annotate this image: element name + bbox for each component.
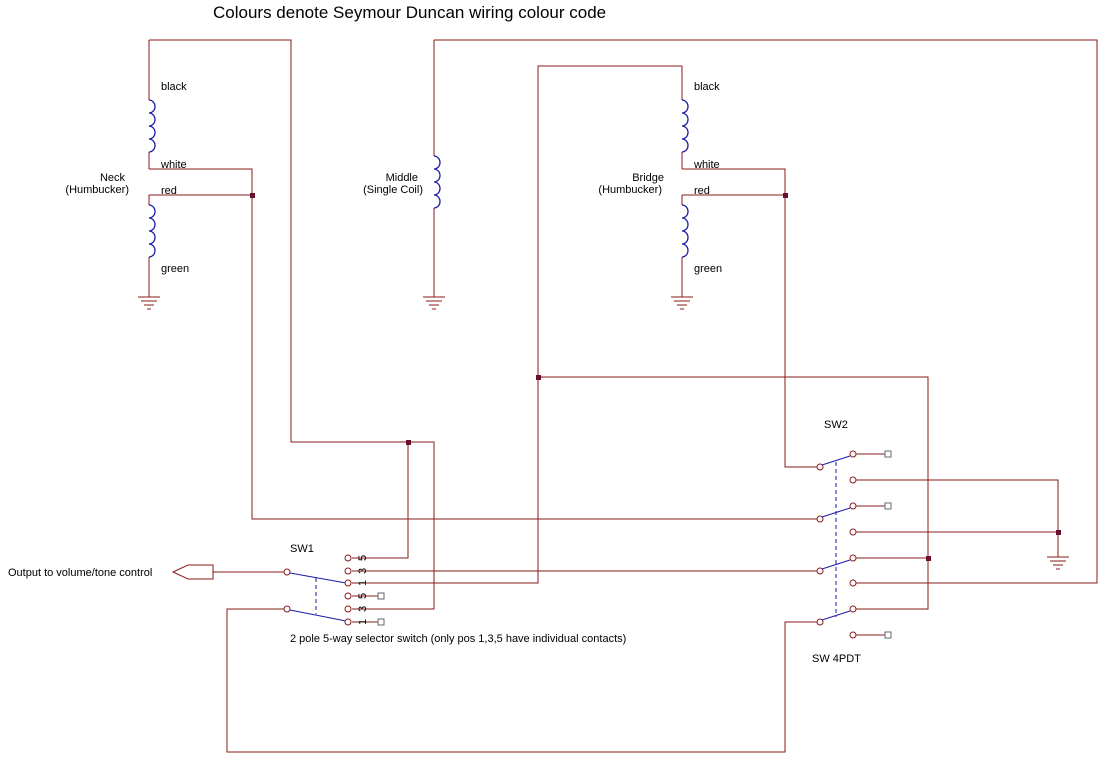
bridge-white-label: white bbox=[693, 159, 720, 171]
sw1-common-2 bbox=[283, 605, 291, 613]
sw1-pos-label-b5: 5 bbox=[357, 593, 369, 599]
neck-red-label: red bbox=[161, 185, 177, 197]
junction-sw1-pole bbox=[406, 440, 411, 445]
sw2-lever-1 bbox=[821, 455, 851, 466]
sw1-pos-label-b1: 1 bbox=[357, 619, 369, 625]
sw2-4pdt-switch: SW2 SW 4PDT bbox=[812, 419, 892, 665]
sw1-nc-contact-2 bbox=[377, 618, 385, 626]
bridge-type-label: (Humbucker) bbox=[598, 184, 662, 196]
middle-type-label: (Single Coil) bbox=[363, 184, 423, 196]
junction-neck-tap bbox=[250, 193, 255, 198]
neck-name-label: Neck bbox=[100, 172, 126, 184]
sw1-selector-switch: SW1 5 3 1 5 3 1 2 pole 5-way selector sw… bbox=[283, 543, 626, 645]
sw2-lever-3 bbox=[821, 559, 851, 570]
neck-pickup: black white red green Neck (Humbucker) bbox=[65, 40, 189, 310]
junction-bridge-lead bbox=[536, 375, 541, 380]
sw1-common-1 bbox=[283, 568, 291, 576]
junction-ground bbox=[1056, 530, 1061, 535]
neck-ground-symbol bbox=[138, 296, 160, 310]
bridge-red-label: red bbox=[694, 185, 710, 197]
sw2-ground-symbol bbox=[1047, 556, 1069, 570]
sw1-description: 2 pole 5-way selector switch (only pos 1… bbox=[290, 633, 626, 645]
junctions bbox=[250, 193, 1061, 561]
neck-coil-lower bbox=[148, 204, 156, 258]
bridge-coil-upper bbox=[681, 99, 689, 153]
sw1-pos-label-a3: 3 bbox=[357, 568, 369, 574]
neck-white-label: white bbox=[160, 159, 187, 171]
middle-pickup: Middle (Single Coil) bbox=[363, 40, 445, 310]
sw1-pos-label-b3: 3 bbox=[357, 606, 369, 612]
bridge-name-label: Bridge bbox=[632, 172, 664, 184]
sw2-sublabel: SW 4PDT bbox=[812, 653, 861, 665]
sw1-pos-label-a1: 1 bbox=[357, 580, 369, 586]
diagram-title: Colours denote Seymour Duncan wiring col… bbox=[213, 3, 606, 22]
junction-bridge-tap bbox=[783, 193, 788, 198]
sw1-label: SW1 bbox=[290, 543, 314, 555]
output-label: Output to volume/tone control bbox=[8, 567, 152, 579]
bridge-coil-lower bbox=[681, 204, 689, 258]
bridge-ground-symbol bbox=[671, 296, 693, 310]
sw2-lever-4 bbox=[821, 610, 851, 621]
middle-coil bbox=[433, 155, 441, 209]
sw1-lever-2 bbox=[289, 609, 347, 622]
neck-green-label: green bbox=[161, 263, 189, 275]
sw1-nc-contact-1 bbox=[377, 592, 385, 600]
neck-coil-upper bbox=[148, 99, 156, 153]
bridge-black-label: black bbox=[694, 81, 720, 93]
junction-sw2-right bbox=[926, 556, 931, 561]
sw1-lever-1 bbox=[289, 572, 347, 584]
sw2-label: SW2 bbox=[824, 419, 848, 431]
wiring bbox=[149, 39, 1098, 753]
output-connector: Output to volume/tone control bbox=[8, 564, 214, 580]
neck-type-label: (Humbucker) bbox=[65, 184, 129, 196]
neck-black-label: black bbox=[161, 81, 187, 93]
sw1-pos-label-a5: 5 bbox=[357, 555, 369, 561]
middle-ground-symbol bbox=[423, 296, 445, 310]
output-arrow-icon bbox=[171, 564, 214, 580]
bridge-pickup: black white red green Bridge (Humbucker) bbox=[598, 66, 722, 310]
middle-name-label: Middle bbox=[386, 172, 418, 184]
bridge-green-label: green bbox=[694, 263, 722, 275]
